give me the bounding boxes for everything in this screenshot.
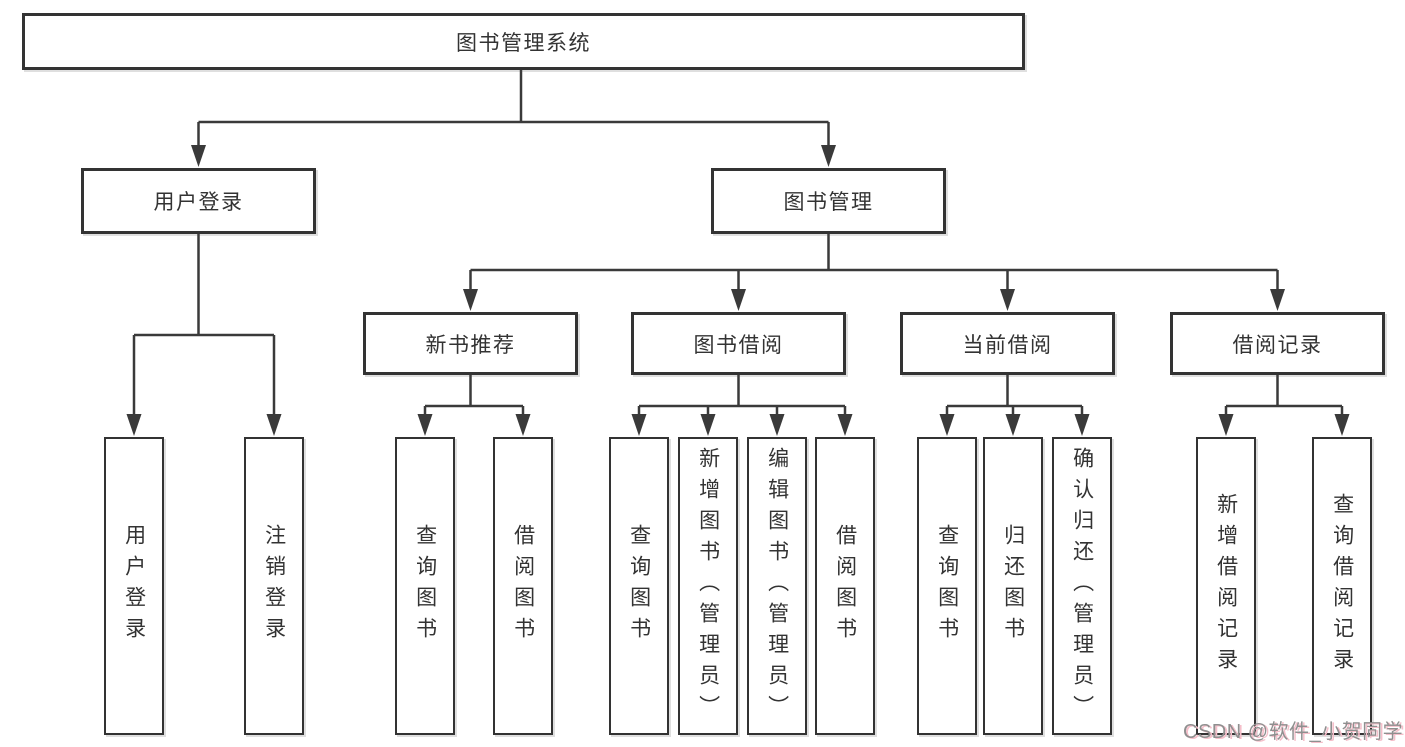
node-label: 编辑图书（管理员） (765, 446, 789, 726)
node-current-borrowing: 当前借阅 (900, 312, 1115, 375)
node-label: 借阅图书 (511, 524, 535, 648)
leaf-borrow-books-recommend: 借阅图书 (493, 437, 553, 735)
leaf-query-books-recommend: 查询图书 (395, 437, 455, 735)
node-label: 新增借阅记录 (1214, 493, 1238, 679)
node-label: 查询图书 (935, 524, 959, 648)
node-book-borrowing: 图书借阅 (631, 312, 846, 375)
leaf-add-borrow-record: 新增借阅记录 (1196, 437, 1256, 735)
leaf-logout: 注销登录 (244, 437, 304, 735)
leaf-return-books: 归还图书 (983, 437, 1043, 735)
node-label: 当前借阅 (962, 333, 1053, 357)
node-label: 查询图书 (627, 524, 651, 648)
node-label: 查询图书 (413, 524, 437, 648)
node-label: 图书管理 (783, 191, 874, 214)
node-label: 图书借阅 (693, 333, 784, 357)
node-book-management: 图书管理 (711, 168, 946, 234)
leaf-query-borrow-record: 查询借阅记录 (1312, 437, 1372, 735)
node-borrowing-records: 借阅记录 (1170, 312, 1385, 375)
node-label: 借阅记录 (1232, 333, 1323, 357)
node-label: 归还图书 (1001, 524, 1025, 648)
node-label: 查询借阅记录 (1330, 493, 1354, 679)
node-label: 注销登录 (262, 524, 286, 648)
node-label: 新增图书（管理员） (696, 446, 720, 726)
node-label: 图书管理系统 (456, 31, 591, 55)
node-label: 用户登录 (122, 524, 146, 648)
node-label: 借阅图书 (833, 524, 857, 648)
node-user-login: 用户登录 (81, 168, 316, 234)
node-label: 用户登录 (153, 191, 244, 214)
leaf-confirm-return-admin: 确认归还（管理员） (1052, 437, 1112, 735)
leaf-query-books-borrow: 查询图书 (609, 437, 669, 735)
node-label: 新书推荐 (425, 333, 516, 357)
leaf-add-books-admin: 新增图书（管理员） (678, 437, 738, 735)
node-new-book-recommend: 新书推荐 (363, 312, 578, 375)
node-library-management-system: 图书管理系统 (22, 13, 1025, 70)
leaf-edit-books-admin: 编辑图书（管理员） (747, 437, 807, 735)
node-label: 确认归还（管理员） (1070, 446, 1094, 726)
leaf-borrow-books: 借阅图书 (815, 437, 875, 735)
csdn-watermark: CSDN @软件_小贺同学 (1183, 721, 1404, 743)
leaf-user-login: 用户登录 (104, 437, 164, 735)
leaf-query-books-current: 查询图书 (917, 437, 977, 735)
